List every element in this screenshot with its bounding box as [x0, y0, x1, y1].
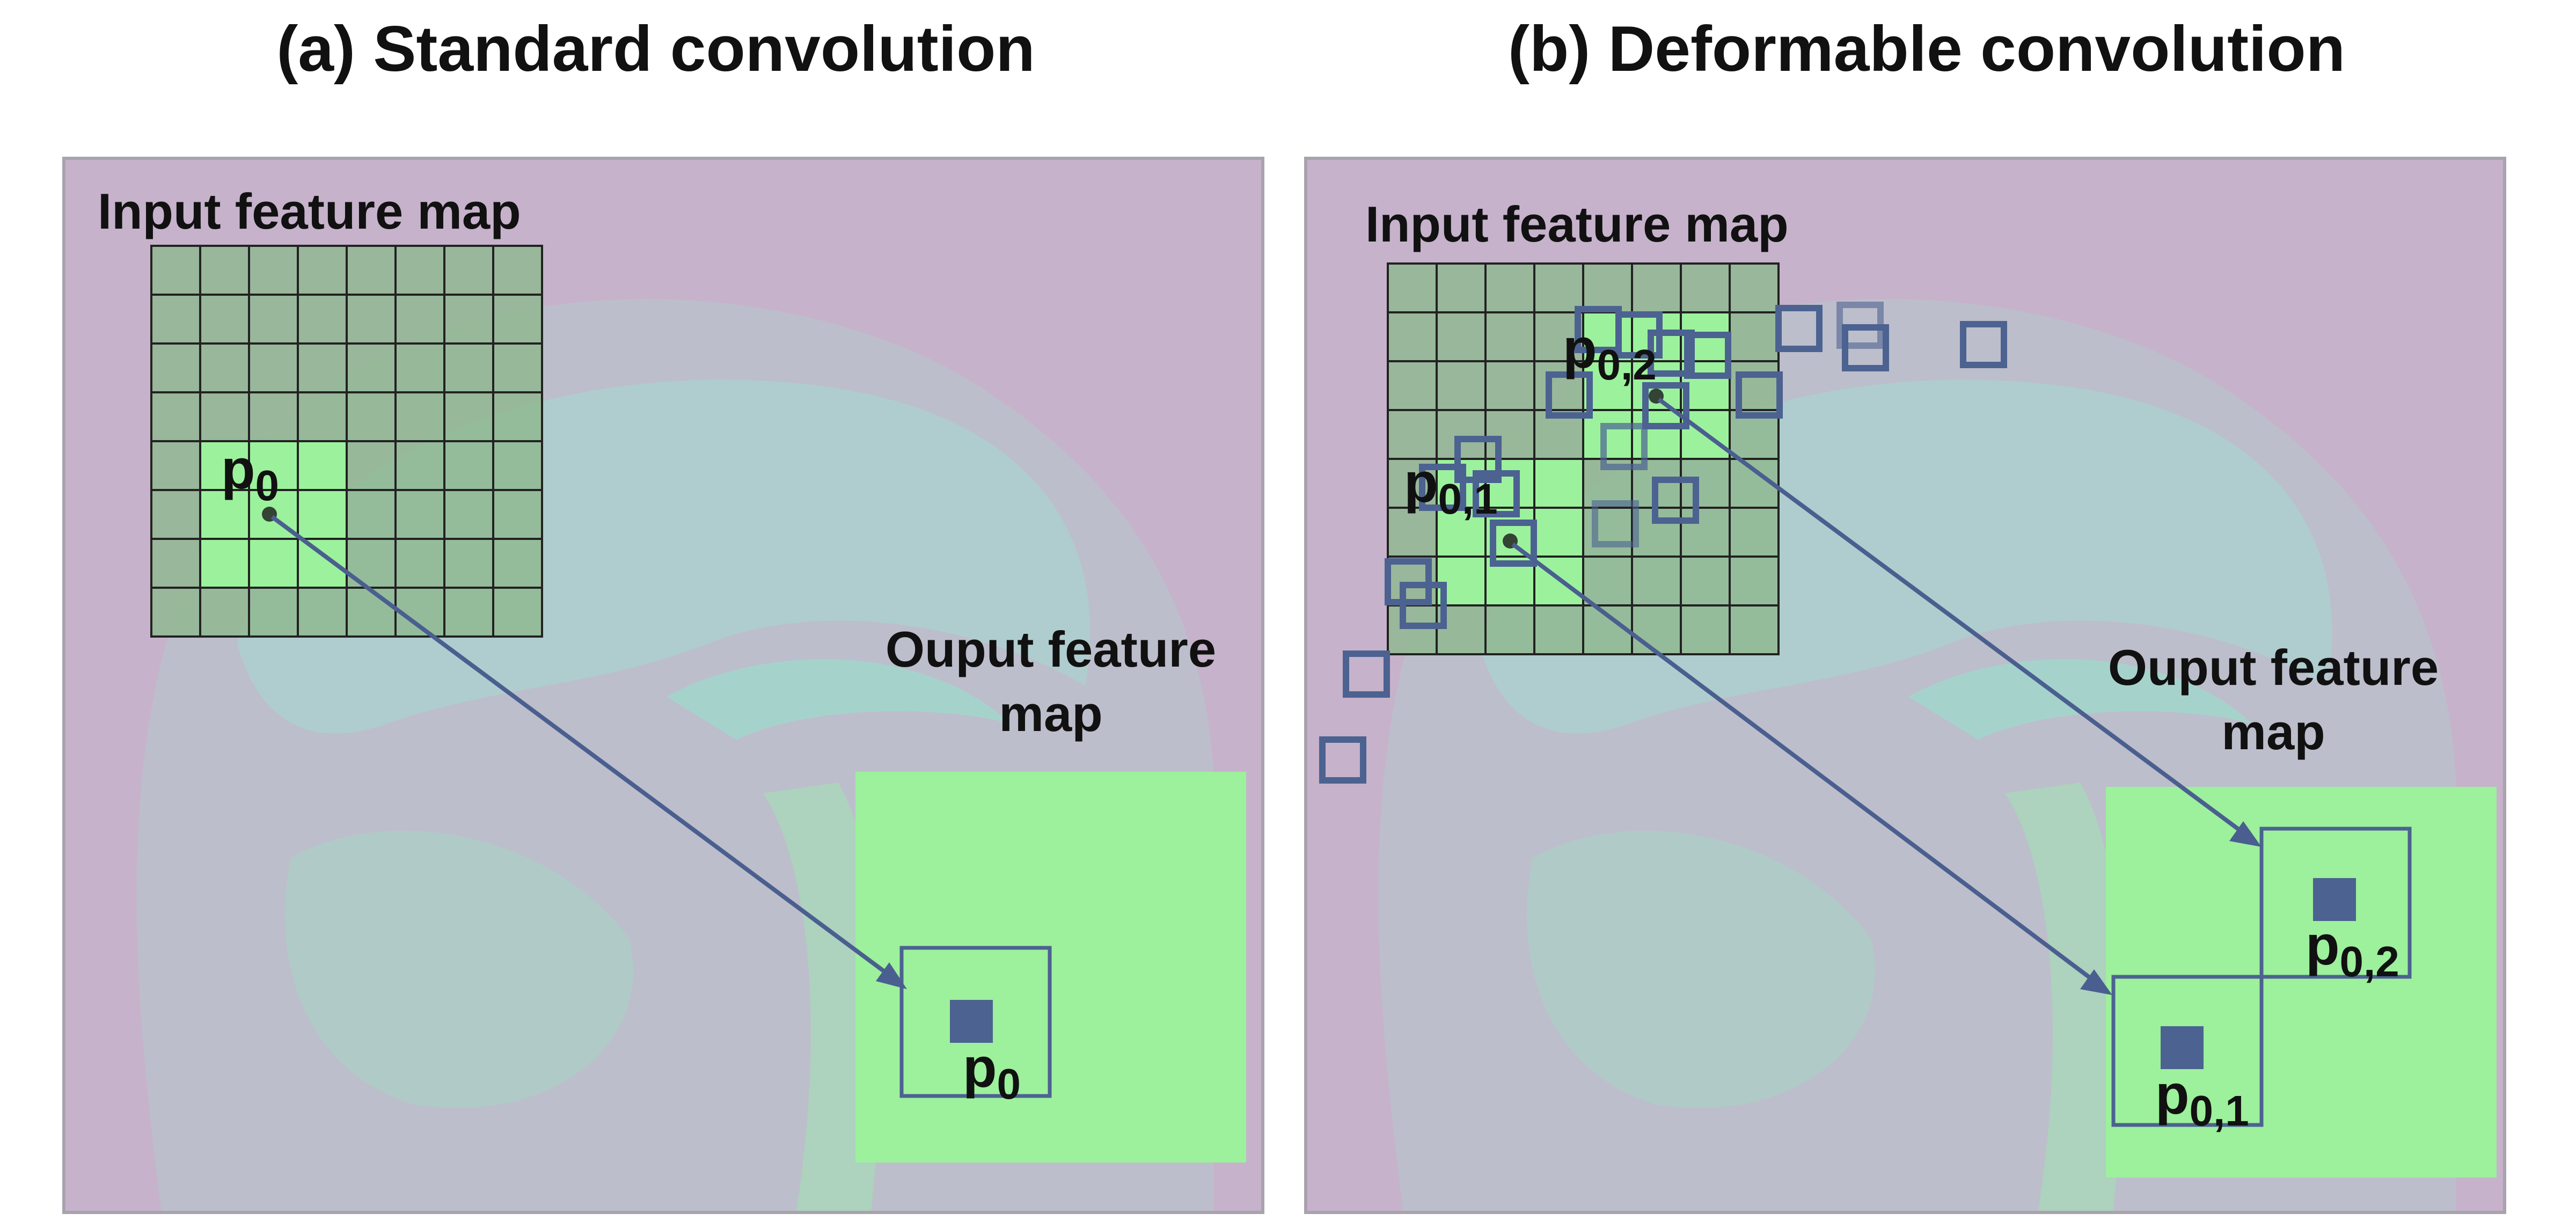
output-kernel-window [899, 946, 1052, 1098]
output-pixel-p01 [2161, 1026, 2204, 1069]
output-kernel-window-2 [2259, 827, 2412, 979]
panel-a-title: (a) Standard convolution [276, 13, 1035, 85]
panel-a: Input feature map Ouput feature map p0 [62, 157, 1264, 1214]
output-feature-map-label-line1: Ouput feature [2107, 639, 2439, 696]
mapping-arrow [270, 515, 899, 983]
arrow-head-p02 [2229, 821, 2262, 847]
p01-output-label: p0,1 [2155, 1064, 2249, 1135]
output-pixel-p0 [950, 1000, 993, 1043]
output-feature-map-label-line2: map [999, 685, 1103, 742]
p0-output-label: p0 [963, 1037, 1021, 1108]
deformable-sample-squares [1319, 302, 2007, 784]
input-feature-map-label: Input feature map [1365, 196, 1789, 252]
arrow-head-p01 [2080, 969, 2112, 995]
p02-output-label: p0,2 [2306, 915, 2399, 985]
output-feature-map-label-line2: map [2221, 704, 2325, 760]
output-feature-map [2106, 787, 2497, 1178]
p01-input-label: p0,1 [1404, 452, 1498, 523]
output-kernel-window-1 [2111, 975, 2264, 1127]
input-feature-map-label: Input feature map [98, 183, 521, 239]
output-feature-map-label-line1: Ouput feature [885, 621, 1217, 677]
mapping-arrow-p01 [1511, 542, 2103, 989]
mapping-arrow-p02 [1657, 397, 2252, 840]
output-pixel-p02 [2313, 878, 2356, 921]
panel-b: Input feature map Ouput feature map [1304, 157, 2506, 1214]
panel-b-title: (b) Deformable convolution [1508, 13, 2345, 85]
p02-input-label: p0,2 [1563, 318, 1657, 389]
input-feature-map-grid [150, 245, 543, 638]
arrow-head [876, 962, 907, 989]
p0-input-label: p0 [221, 438, 280, 509]
